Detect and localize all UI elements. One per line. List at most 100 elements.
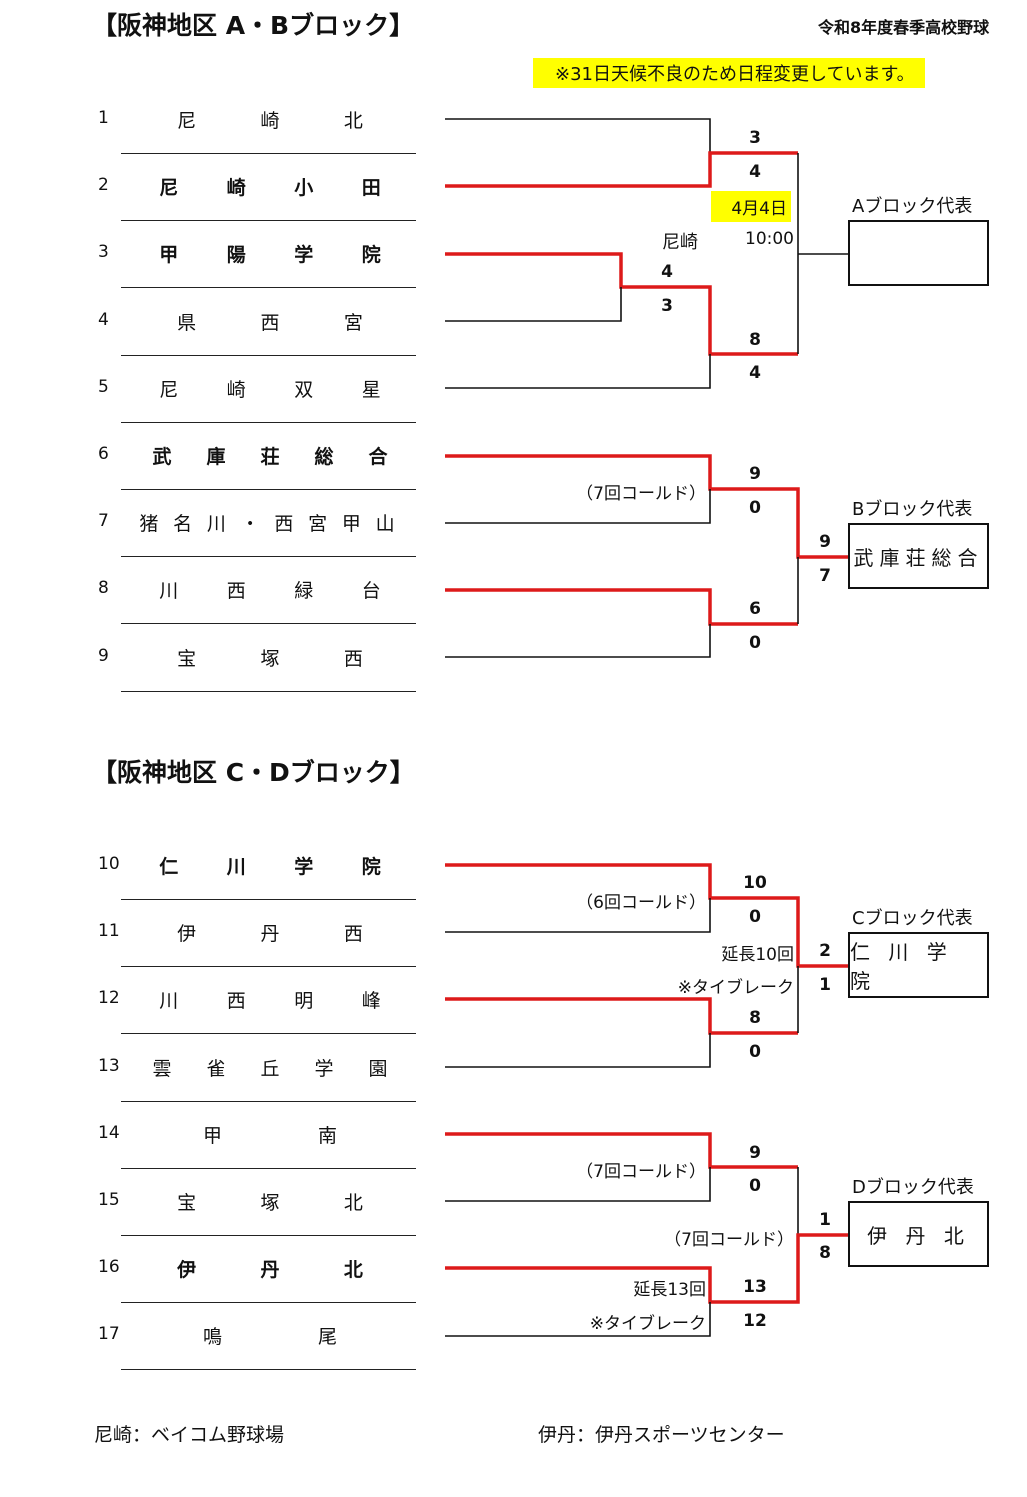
team-name-char: 南 — [317, 1124, 337, 1147]
team-seed: 8 — [98, 578, 109, 599]
team-name-char: 台 — [361, 580, 381, 603]
team-name-char: 田 — [361, 177, 381, 200]
team-name-char: 学 — [294, 856, 314, 878]
score-g1v2-bottom: 4 — [749, 162, 761, 182]
score-g10v11-bottom: 0 — [749, 907, 761, 927]
team-row-divider — [121, 1302, 416, 1304]
team-name: 尼崎北 — [145, 106, 395, 133]
team-seed: 13 — [98, 1055, 120, 1076]
team-row-divider — [121, 556, 416, 558]
team-name: 川西明峰 — [135, 986, 405, 1013]
team-name-char: 崎 — [226, 378, 246, 401]
score-g1v2-top: 3 — [749, 128, 761, 148]
team-row-divider — [121, 1369, 416, 1371]
team-seed: 16 — [98, 1257, 120, 1278]
team-name: 宝塚西 — [145, 644, 395, 671]
team-row-divider — [121, 1033, 416, 1035]
team-name-char: 園 — [368, 1057, 388, 1080]
team-seed: 5 — [98, 376, 109, 397]
bracket-line-team2-win — [445, 151, 798, 188]
note-g14v15: （7回コールド） — [576, 1162, 706, 1182]
team-name-char: 名 — [173, 513, 193, 536]
footer-venue-amagasaki: 尼崎：ベイコム野球場 — [94, 1424, 285, 1446]
team-name-char: 宝 — [177, 647, 197, 670]
score-g16v17-top: 13 — [743, 1277, 767, 1297]
bracket-line-team17 — [445, 1302, 711, 1337]
scheduled-venue: 尼崎 — [662, 232, 698, 253]
team-name-char: 西 — [343, 647, 363, 670]
team-seed: 12 — [98, 988, 120, 1009]
bracket-line-team12-win — [445, 997, 798, 1035]
team-name: 仁川学院 — [135, 852, 405, 879]
team-name-char: 崎 — [260, 110, 280, 132]
team-name-char: 伊 — [177, 1259, 197, 1282]
team-name: 武庫荘総合 — [135, 442, 405, 469]
score-g8v9-top: 6 — [749, 599, 761, 619]
team-name-char: 宮 — [308, 513, 328, 536]
document-title: 令和8年度春季高校野球 — [818, 18, 990, 37]
score-g6v7-top: 9 — [749, 464, 761, 484]
score-gB-final-bottom: 7 — [819, 566, 831, 586]
note-gD-final: （7回コールド） — [664, 1230, 794, 1250]
bracket-line-team1 — [445, 118, 711, 153]
team-name-char: 甲 — [159, 244, 179, 267]
team-name-char: 甲 — [202, 1124, 222, 1147]
team-name-char: 明 — [294, 990, 314, 1013]
team-row-divider — [121, 899, 416, 900]
team-name-char: 北 — [343, 1259, 363, 1282]
bracket-line-team14-win — [445, 1132, 798, 1169]
block-c-label: Cブロック代表 — [852, 908, 973, 929]
bracket-line-team13 — [445, 1033, 711, 1068]
note-g6v7: （7回コールド） — [576, 484, 706, 504]
team-name-char: 崎 — [226, 177, 246, 200]
score-g14v15-bottom: 0 — [749, 1176, 761, 1196]
team-name-char: 川 — [226, 856, 246, 878]
score-g16v17-bottom: 12 — [743, 1311, 767, 1331]
team-row-divider — [121, 1100, 416, 1102]
team-name-char: 県 — [177, 311, 197, 334]
team-name-char: 川 — [206, 513, 226, 536]
team-seed: 14 — [98, 1122, 120, 1143]
team-name: 川西緑台 — [135, 576, 405, 603]
score-g8v9-bottom: 0 — [749, 633, 761, 653]
block-a-label: Aブロック代表 — [852, 196, 973, 217]
team-name-char: 雲 — [152, 1057, 172, 1080]
team-name-char: 荘 — [260, 446, 280, 468]
team-name-char: 院 — [361, 856, 381, 878]
team-name: 県西宮 — [145, 308, 395, 335]
team-name: 伊丹西 — [145, 919, 395, 946]
team-name-char: 宝 — [177, 1192, 197, 1214]
team-name-char: 小 — [294, 177, 314, 200]
team-row-divider — [121, 1235, 416, 1236]
team-name-char: 尼 — [159, 177, 179, 200]
team-name-char: 緑 — [294, 580, 314, 603]
bracket-line-team15 — [445, 1167, 711, 1202]
score-g34v5-bottom: 4 — [749, 363, 761, 383]
team-seed: 11 — [98, 921, 120, 942]
bracket-line-team3-win — [445, 252, 798, 356]
team-row-divider — [121, 966, 416, 968]
team-name-char: 西 — [274, 513, 294, 536]
note-g16v17-extra: 延長13回 — [633, 1280, 706, 1300]
team-name-char: 丹 — [260, 923, 280, 946]
team-name-char: 雀 — [206, 1057, 226, 1080]
team-name-char: 陽 — [226, 244, 246, 267]
team-name-char: 尼 — [159, 378, 179, 401]
team-name: 猪名川・西宮甲山 — [132, 509, 402, 536]
score-gB-final-top: 9 — [819, 532, 831, 552]
team-name: 尼崎双星 — [135, 375, 405, 402]
team-name: 尼崎小田 — [135, 173, 405, 200]
block-b-label: Bブロック代表 — [852, 499, 973, 520]
team-seed: 9 — [98, 645, 109, 666]
team-name-char: 丹 — [260, 1259, 280, 1282]
team-row-divider — [121, 220, 416, 222]
team-row-divider — [121, 287, 416, 289]
bracket-line-team9 — [445, 624, 711, 658]
team-row-divider — [121, 1167, 416, 1169]
team-name-char: 西 — [343, 923, 363, 946]
team-seed: 15 — [98, 1190, 120, 1210]
team-name-char: 宮 — [343, 311, 363, 334]
team-name: 宝塚北 — [145, 1188, 395, 1215]
score-gC-final-top: 2 — [819, 941, 831, 961]
team-row-divider — [121, 690, 416, 692]
